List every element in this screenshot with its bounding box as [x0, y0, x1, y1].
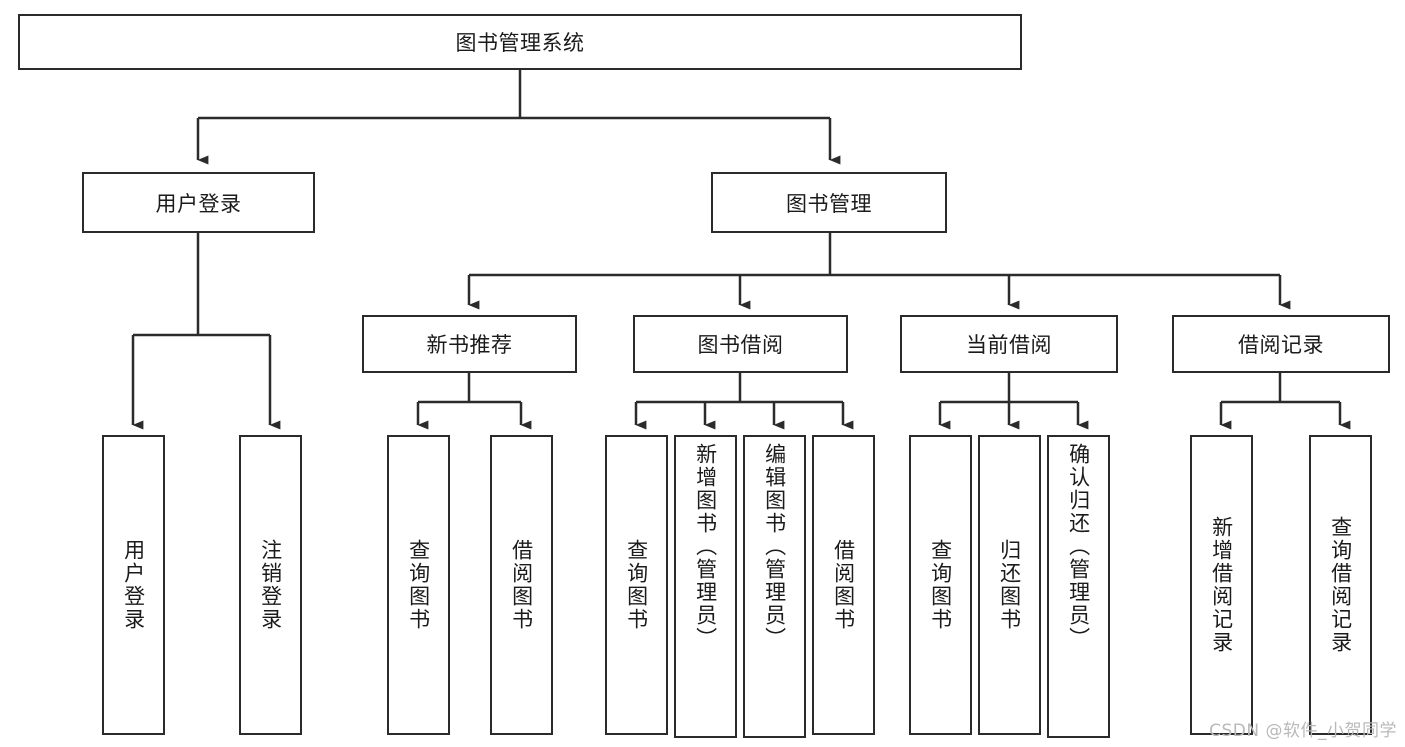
node-label: 借阅记录: [1238, 333, 1324, 357]
node-label: 图书借阅: [697, 333, 784, 357]
node-label: 查询图书: [928, 539, 953, 631]
node-label: 归还图书: [997, 539, 1022, 631]
node-borrowing-records[interactable]: 借阅记录: [1172, 315, 1390, 373]
node-label: 查询借阅记录: [1328, 516, 1353, 654]
node-label: 新增图书（管理员）: [693, 443, 718, 650]
leaf-user-login-login[interactable]: 用户登录: [102, 435, 165, 735]
leaf-book-borrow-add-book-admin[interactable]: 新增图书（管理员）: [674, 435, 737, 738]
leaf-new-book-query-book[interactable]: 查询图书: [387, 435, 450, 735]
leaf-current-borrow-confirm-return-admin[interactable]: 确认归还（管理员）: [1047, 435, 1110, 738]
node-new-book-recommendation[interactable]: 新书推荐: [362, 315, 577, 373]
node-label: 用户登录: [155, 191, 242, 216]
leaf-book-borrow-edit-book-admin[interactable]: 编辑图书（管理员）: [743, 435, 806, 738]
leaf-new-book-borrow-book[interactable]: 借阅图书: [490, 435, 553, 735]
node-label: 用户登录: [121, 539, 146, 631]
node-label: 图书管理: [786, 191, 872, 216]
node-label: 编辑图书（管理员）: [762, 443, 787, 650]
leaf-user-login-logout[interactable]: 注销登录: [239, 435, 302, 735]
node-current-borrowing[interactable]: 当前借阅: [900, 315, 1118, 373]
node-label: 借阅图书: [831, 539, 856, 631]
watermark: CSDN @软件_小贺同学: [1209, 721, 1397, 741]
node-label: 借阅图书: [509, 539, 534, 631]
node-user-login[interactable]: 用户登录: [82, 172, 315, 233]
node-label: 查询图书: [406, 539, 431, 631]
node-label: 图书管理系统: [455, 31, 585, 55]
node-label: 新增借阅记录: [1209, 516, 1234, 654]
node-label: 确认归还（管理员）: [1066, 443, 1091, 650]
node-book-management[interactable]: 图书管理: [711, 172, 947, 233]
leaf-borrow-record-add-record[interactable]: 新增借阅记录: [1190, 435, 1253, 735]
node-label: 当前借阅: [966, 333, 1052, 357]
leaf-book-borrow-borrow-book[interactable]: 借阅图书: [812, 435, 875, 735]
leaf-current-borrow-query-book[interactable]: 查询图书: [909, 435, 972, 735]
leaf-current-borrow-return-book[interactable]: 归还图书: [978, 435, 1041, 735]
node-label: 新书推荐: [426, 333, 513, 357]
node-book-borrowing[interactable]: 图书借阅: [633, 315, 848, 373]
node-label: 注销登录: [258, 539, 283, 631]
node-root-book-management-system[interactable]: 图书管理系统: [18, 14, 1022, 70]
leaf-borrow-record-query-record[interactable]: 查询借阅记录: [1309, 435, 1372, 735]
node-label: 查询图书: [624, 539, 649, 631]
leaf-book-borrow-query-book[interactable]: 查询图书: [605, 435, 668, 735]
